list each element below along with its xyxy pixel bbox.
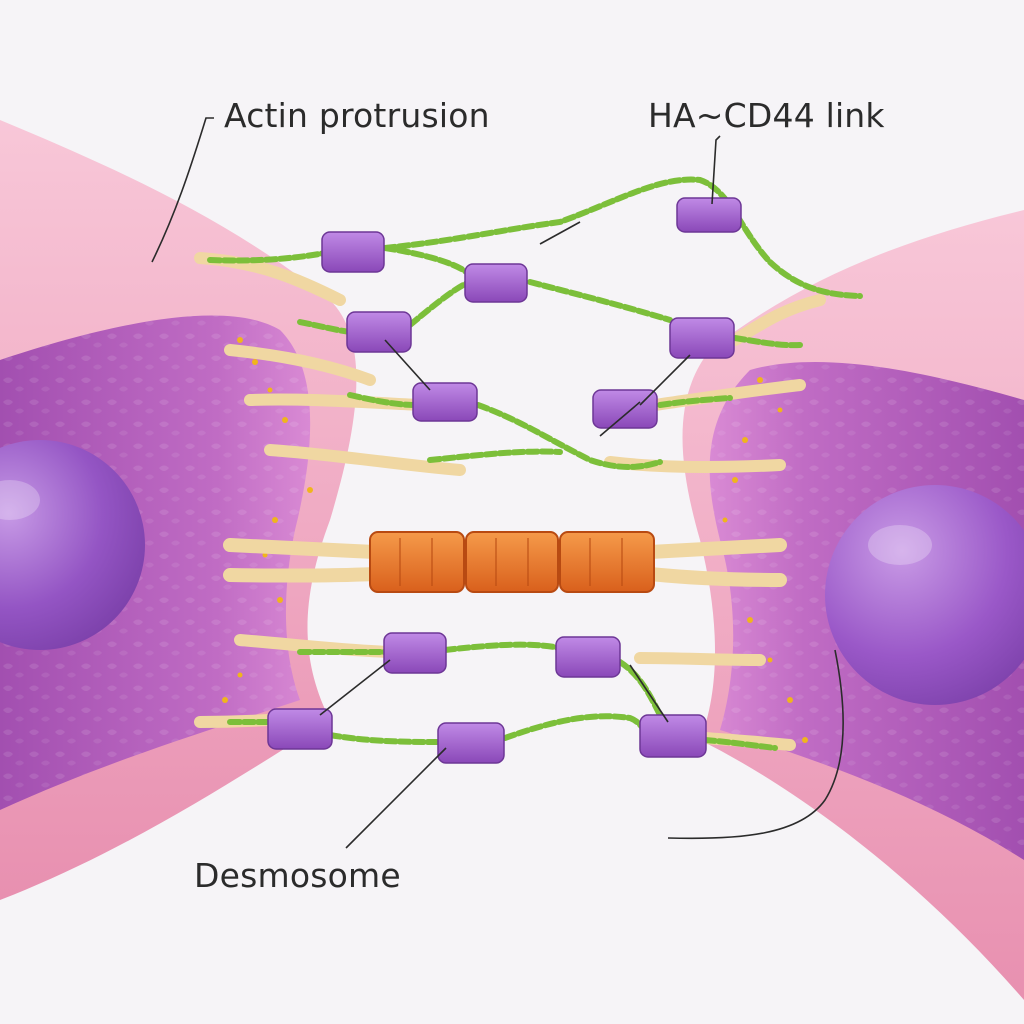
cd44-block bbox=[267, 708, 333, 750]
leader-lines bbox=[151, 117, 844, 849]
leader-actin-protrusion bbox=[151, 117, 214, 263]
cd44-block bbox=[639, 714, 707, 758]
cd44-block bbox=[669, 317, 735, 359]
desmosome-plaque-2 bbox=[465, 531, 559, 593]
desmosome-plaque-1 bbox=[369, 531, 465, 593]
cd44-block bbox=[437, 722, 505, 764]
cd44-block bbox=[412, 382, 478, 422]
right-cell bbox=[682, 210, 1024, 1000]
label-actin-protrusion: Actin protrusion bbox=[224, 96, 490, 135]
cd44-block bbox=[464, 263, 528, 303]
desmosome-plaque-3 bbox=[559, 531, 655, 593]
right-nucleus bbox=[825, 485, 1024, 705]
cd44-block bbox=[346, 311, 412, 353]
left-nucleus bbox=[0, 440, 145, 650]
left-cell bbox=[0, 120, 357, 900]
label-desmosome: Desmosome bbox=[194, 856, 401, 895]
desmosome-plaques bbox=[369, 531, 655, 593]
cd44-block bbox=[592, 389, 658, 429]
cd44-blocks bbox=[267, 197, 742, 764]
leader-desmosome bbox=[345, 747, 447, 849]
leader-ha-cd44-link bbox=[711, 135, 721, 205]
cd44-block bbox=[676, 197, 742, 233]
cd44-block bbox=[555, 636, 621, 678]
label-ha-cd44-link: HA~CD44 link bbox=[648, 96, 885, 135]
cd44-block bbox=[383, 632, 447, 674]
cd44-block bbox=[321, 231, 385, 273]
